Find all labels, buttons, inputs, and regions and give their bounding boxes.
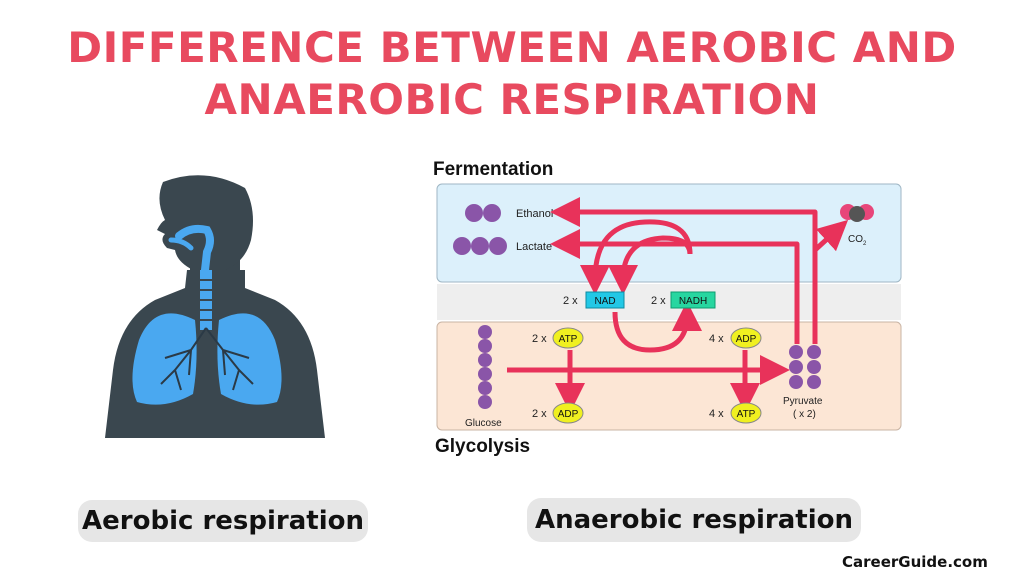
adp-out-multiplier: 2 x	[532, 408, 547, 420]
molecule-icon	[465, 204, 501, 222]
pyruvate-label: Pyruvate	[783, 396, 823, 407]
pyruvate-count: ( x 2)	[793, 409, 816, 420]
atp-out-label: ATP	[737, 409, 756, 420]
co2-label: CO2	[848, 234, 867, 247]
glycolysis-region	[436, 321, 902, 431]
molecule-icon	[453, 237, 507, 255]
respiration-diagram: Fermentation Glycolysis Ethanol Lactate …	[433, 159, 902, 457]
adp-in-label: ADP	[736, 334, 757, 345]
nad-label: NAD	[594, 296, 615, 307]
middle-band	[437, 284, 901, 320]
lungs-icon	[132, 313, 282, 405]
ethanol-label: Ethanol	[516, 208, 553, 220]
glucose-label: Glucose	[465, 418, 502, 429]
nadh-box	[670, 291, 716, 309]
molecule-icon	[478, 325, 492, 409]
title-line-2: ANAEROBIC RESPIRATION	[204, 75, 820, 124]
molecule-icon	[840, 204, 874, 222]
adp-in-multiplier: 4 x	[709, 333, 724, 345]
page-title: DIFFERENCE BETWEEN AEROBIC AND ANAEROBIC…	[0, 22, 1024, 126]
brand-watermark: CareerGuide.com	[842, 553, 988, 571]
adp-badge	[730, 327, 762, 349]
atp-in-multiplier: 2 x	[532, 333, 547, 345]
atp-in-label: ATP	[559, 334, 578, 345]
aerobic-label-pill: Aerobic respiration	[78, 500, 368, 542]
lactate-label: Lactate	[516, 241, 552, 253]
nadh-multiplier: 2 x	[651, 295, 666, 307]
adp-out-label: ADP	[558, 409, 579, 420]
aerobic-label: Aerobic respiration	[82, 506, 364, 536]
title-line-1: DIFFERENCE BETWEEN AEROBIC AND	[67, 23, 957, 72]
anaerobic-label-pill: Anaerobic respiration	[527, 498, 861, 542]
nad-box	[585, 291, 625, 309]
atp-badge	[730, 402, 762, 424]
atp-out-multiplier: 4 x	[709, 408, 724, 420]
molecule-icon	[789, 345, 821, 389]
nadh-label: NADH	[679, 296, 707, 307]
adp-badge	[552, 402, 584, 424]
anaerobic-label: Anaerobic respiration	[534, 505, 854, 535]
atp-badge	[552, 327, 584, 349]
nad-multiplier: 2 x	[563, 295, 578, 307]
human-silhouette-icon	[105, 175, 325, 438]
glycolysis-heading: Glycolysis	[435, 436, 530, 457]
fermentation-heading: Fermentation	[433, 159, 553, 180]
